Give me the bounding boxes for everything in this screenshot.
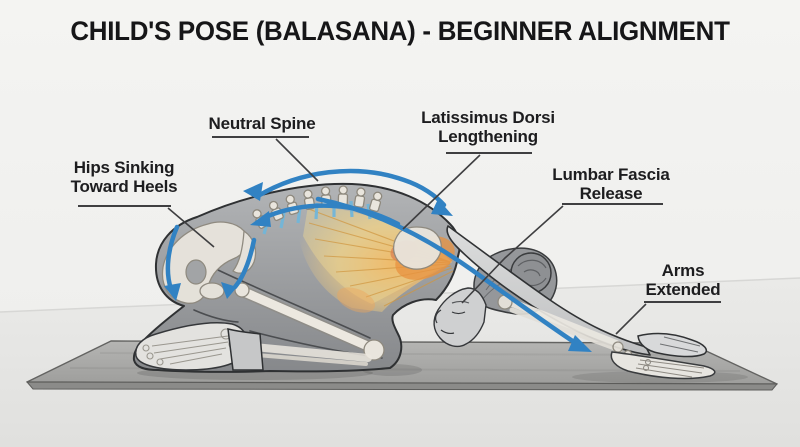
label-lumbar: Lumbar Fascia Release	[535, 165, 687, 203]
arrowhead-hips-outer	[164, 283, 181, 301]
tibia-fibula-bones	[250, 343, 372, 366]
label-hips-line2: Toward Heels	[70, 177, 178, 196]
arrowhead-back-right	[431, 199, 453, 216]
face-profile	[433, 287, 487, 348]
far-hand-skeletal	[610, 351, 716, 380]
alignment-arrows	[164, 168, 592, 352]
label-latissimus: Latissimus Dorsi Lengthening	[408, 108, 568, 146]
arrowhead-back-left	[243, 182, 263, 201]
diagram-title: CHILD'S POSE (BALASANA) - BEGINNER ALIGN…	[70, 16, 730, 46]
closed-eye	[451, 311, 466, 315]
arrowhead-hand	[568, 335, 592, 352]
label-hips: Hips Sinking Toward Heels	[48, 158, 200, 196]
label-hips-line1: Hips Sinking	[73, 158, 175, 177]
muscle-highlight	[297, 204, 455, 313]
arrowhead-spine-hips	[250, 211, 271, 227]
label-latissimus-line2: Lengthening	[438, 127, 538, 146]
label-arms-line1: Arms	[661, 261, 705, 280]
label-lumbar-line2: Release	[579, 184, 643, 203]
eyebrow	[451, 300, 470, 304]
label-arms: Arms Extended	[621, 261, 745, 299]
label-latissimus-line1: Latissimus Dorsi	[421, 108, 555, 127]
label-lumbar-line1: Lumbar Fascia	[552, 165, 670, 184]
arrow-spine-to-hand	[315, 196, 577, 345]
scapula-bone	[393, 226, 442, 270]
label-connectors	[78, 136, 721, 335]
label-neutral-spine: Neutral Spine	[197, 114, 327, 133]
ankle-cuff	[227, 328, 264, 371]
label-neutral-spine-line1: Neutral Spine	[208, 114, 316, 133]
arrow-hips-outer	[165, 224, 180, 292]
arrow-back-arc	[255, 168, 447, 208]
foot-bones	[142, 328, 240, 366]
arrow-hips-down	[232, 237, 257, 290]
arrowhead-hips-down	[221, 282, 237, 299]
label-arms-line2: Extended	[645, 280, 721, 299]
near-hand	[637, 332, 708, 358]
